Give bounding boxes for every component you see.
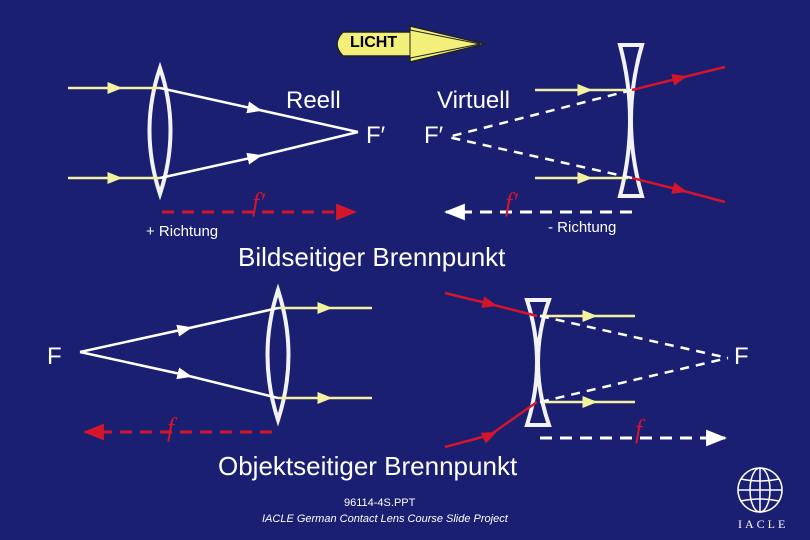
globe-icon — [737, 467, 783, 513]
focus-label-real: F′ — [366, 122, 386, 149]
incoming-rays-top-left — [68, 82, 160, 184]
parallel-rays-bottom-right — [540, 310, 635, 408]
convex-lens-top — [147, 61, 173, 201]
converging-incoming-rays — [444, 291, 538, 449]
direction-minus-label: - Richtung — [548, 219, 617, 236]
focal-length-label-object-left: f — [167, 413, 175, 442]
focal-length-label-plus: f′ — [252, 188, 265, 217]
direction-plus-label: + Richtung — [146, 223, 219, 240]
object-extension-rays — [539, 314, 729, 404]
light-direction-badge — [336, 25, 486, 63]
image-side-heading: Bildseitiger Brennpunkt — [238, 242, 506, 272]
focus-label-object-left: F — [47, 343, 62, 370]
object-side-heading: Objektseitiger Brennpunkt — [218, 451, 518, 481]
focal-length-label-object-right: f — [635, 415, 643, 444]
focus-label-virtual: F′ — [424, 122, 444, 149]
concave-lens-bottom — [524, 298, 552, 427]
logo-text: IACLE — [738, 517, 789, 531]
convex-lens-bottom — [265, 283, 291, 427]
footer-project: IACLE German Contact Lens Course Slide P… — [262, 513, 508, 525]
focus-label-object-right: F — [734, 343, 749, 370]
real-title: Reell — [286, 87, 341, 114]
footer-code: 96114-4S.PPT — [344, 497, 416, 509]
parallel-rays-bottom-left — [278, 302, 372, 404]
focal-length-label-minus: f′ — [505, 188, 518, 217]
incoming-rays-top-right — [535, 84, 628, 184]
object-rays-left — [79, 306, 279, 400]
virtual-title: Virtuell — [437, 87, 510, 114]
badge-label: LICHT — [350, 34, 398, 51]
concave-lens-top — [617, 43, 645, 198]
diverging-rays — [631, 65, 726, 204]
converging-rays — [159, 86, 359, 180]
